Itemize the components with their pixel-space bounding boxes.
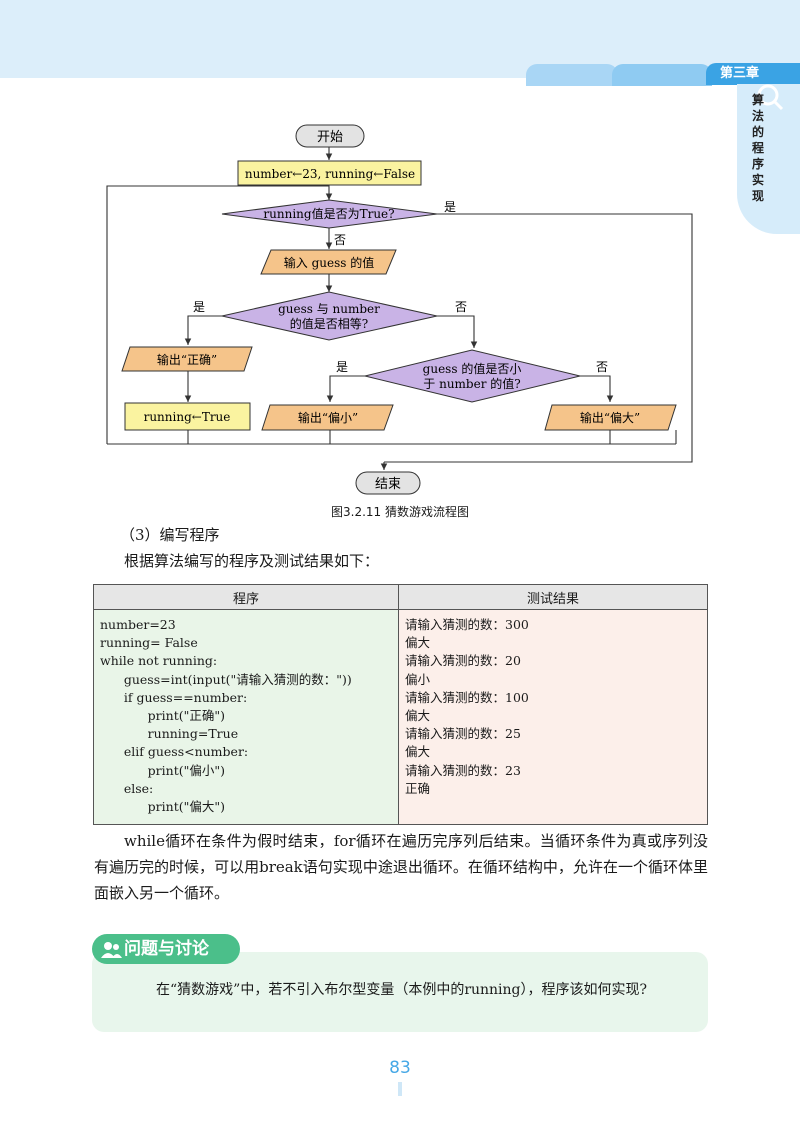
people-icon bbox=[101, 942, 122, 958]
end-label: 结束 bbox=[375, 477, 401, 492]
magnifier-icon bbox=[757, 84, 784, 111]
set-running-label: running←True bbox=[144, 410, 231, 424]
init-label: number←23, running←False bbox=[245, 167, 415, 181]
discussion-title: 问题与讨论 bbox=[124, 939, 209, 959]
output-small bbox=[261, 404, 394, 431]
decision-running-label: running值是否为True? bbox=[263, 206, 394, 221]
decision-running bbox=[221, 199, 438, 229]
page-number: 83 bbox=[389, 1058, 411, 1078]
no-label: 否 bbox=[596, 360, 608, 374]
end-terminal bbox=[355, 471, 421, 495]
program-table: 程序 测试结果 number=23 running= False while n… bbox=[93, 584, 708, 826]
no-label: 否 bbox=[334, 233, 346, 247]
test-results: 请输入猜测的数：300 偏大 请输入猜测的数：20 偏小 请输入猜测的数：100… bbox=[398, 608, 708, 826]
page-number-tick bbox=[398, 1082, 402, 1096]
side-tab bbox=[737, 84, 800, 234]
decision-less-label-1: guess 的值是否小 bbox=[423, 361, 522, 376]
discussion-text: 在“猜数游戏”中，若不引入布尔型变量（本例中的running），程序该如何实现? bbox=[156, 982, 648, 998]
table-header-program: 程序 bbox=[93, 584, 399, 610]
program-code: number=23 running= False while not runni… bbox=[93, 608, 399, 826]
output-big bbox=[544, 404, 677, 431]
input-guess-label: 输入 guess 的值 bbox=[284, 255, 374, 270]
output-correct-label: 输出“正确” bbox=[157, 352, 217, 367]
yes-label: 是 bbox=[444, 200, 456, 214]
flowchart: 开始 number←23, running←False running值是否为T… bbox=[106, 124, 693, 495]
start-terminal bbox=[295, 124, 365, 148]
header-tab-decoration bbox=[612, 64, 712, 86]
output-big-label: 输出“偏大” bbox=[580, 410, 640, 425]
set-running-process bbox=[124, 402, 251, 431]
decision-less-label-2: 于 number 的值? bbox=[423, 376, 520, 391]
output-correct bbox=[121, 346, 253, 372]
discussion-box bbox=[92, 952, 708, 1032]
decision-less bbox=[364, 349, 581, 403]
yes-label: 是 bbox=[193, 300, 205, 314]
start-label: 开始 bbox=[317, 130, 343, 145]
decision-equal bbox=[221, 291, 438, 341]
header-tab-decoration bbox=[526, 64, 618, 86]
side-chapter-title: 算法的程序实现 bbox=[751, 93, 764, 203]
output-small-label: 输出“偏小” bbox=[298, 410, 358, 425]
yes-label: 是 bbox=[336, 360, 348, 374]
decision-equal-label-1: guess 与 number bbox=[278, 302, 380, 316]
section-heading: （3）编写程序 bbox=[120, 526, 220, 544]
chapter-label: 第三章 bbox=[706, 63, 800, 85]
discussion-tag: 问题与讨论 bbox=[92, 934, 240, 964]
body-paragraph: while循环在条件为假时结束，for循环在遍历完序列后结束。当循环条件为真或序… bbox=[94, 832, 708, 902]
decision-equal-label-2: 的值是否相等? bbox=[290, 316, 368, 331]
table-header-result: 测试结果 bbox=[398, 584, 708, 610]
init-process bbox=[237, 160, 422, 186]
input-guess bbox=[260, 249, 397, 275]
no-label: 否 bbox=[455, 300, 467, 314]
intro-text: 根据算法编写的程序及测试结果如下： bbox=[124, 552, 380, 570]
figure-caption: 图3.2.11 猜数游戏流程图 bbox=[331, 505, 469, 519]
